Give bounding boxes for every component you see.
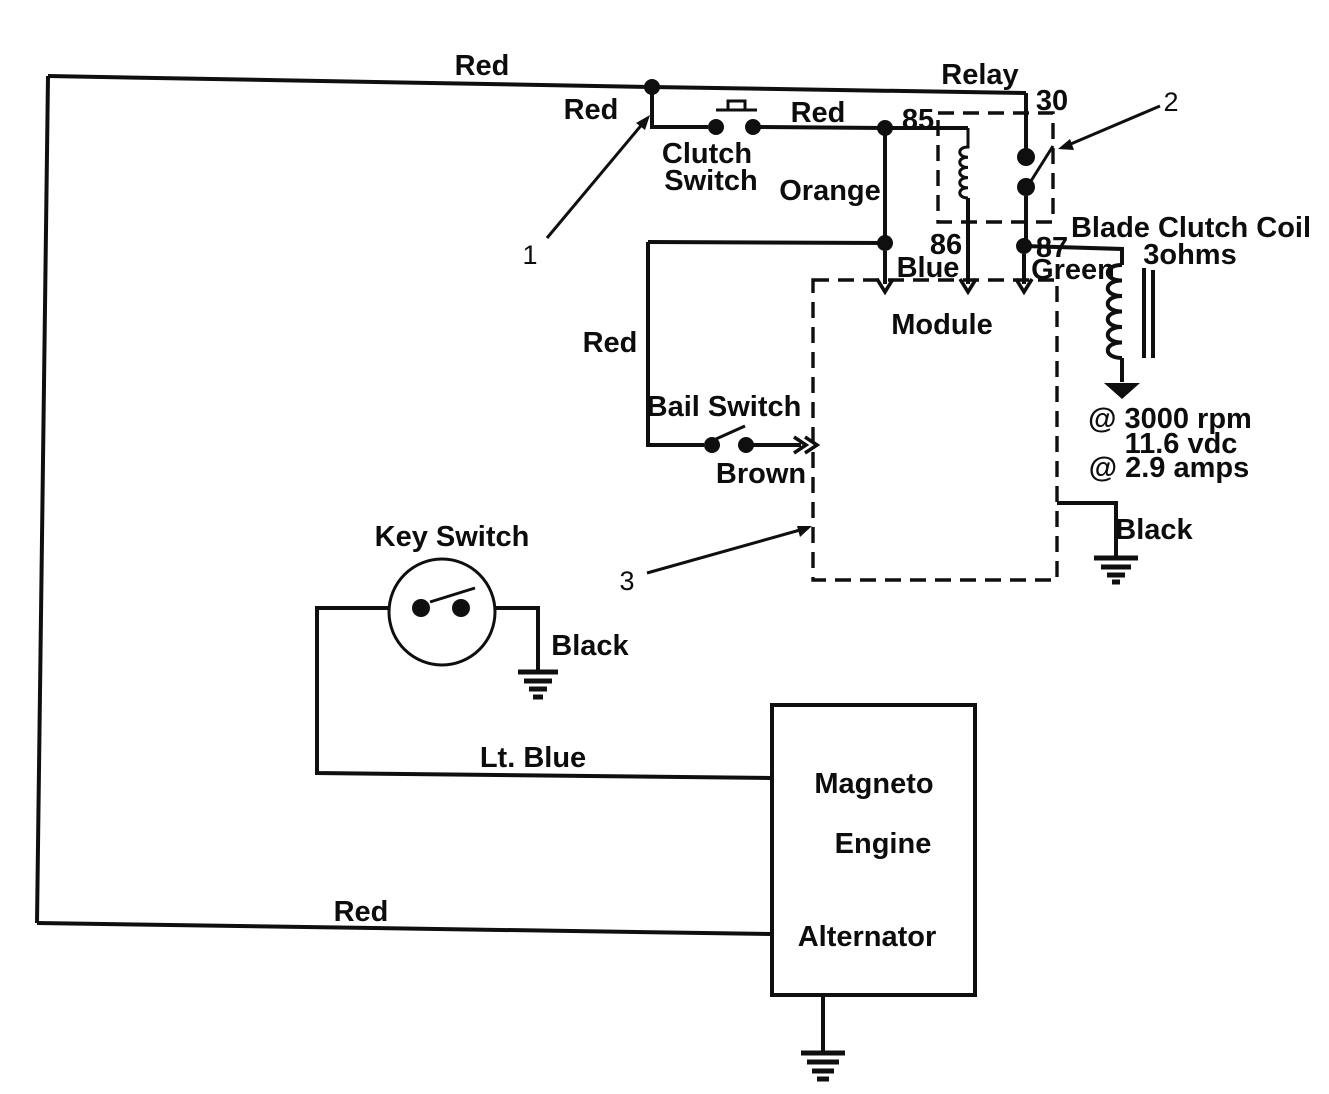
clutch-switch-contact-dot: [745, 119, 761, 135]
blade-clutch-coil-winding: [1105, 263, 1123, 360]
callout-1-leader: [545, 121, 646, 239]
terminal-86-arrowhead: [958, 278, 978, 296]
callout-3-leader: [646, 528, 801, 575]
bail-arrowhead: [804, 435, 821, 455]
bail-switch: [704, 424, 754, 453]
label-terminal-87: 87: [1036, 232, 1068, 264]
label-green: Green: [1031, 254, 1115, 286]
label-red-bottom: Red: [334, 896, 389, 928]
key-switch-contact-dot: [412, 599, 430, 617]
clutch-switch-plunger-cap: [726, 99, 747, 112]
label-terminal-30: 30: [1036, 85, 1068, 117]
wire-red-top: [47, 74, 1027, 95]
blue-arrowhead: [875, 278, 895, 296]
label-brown: Brown: [716, 458, 806, 490]
wire-module-black: [1057, 501, 1118, 556]
relay-contact-dot: [1017, 178, 1035, 196]
callout-2-leader: [1065, 104, 1161, 148]
label-clutch-switch-line1: Clutch: [662, 138, 752, 170]
label-red-top: Red: [455, 50, 510, 82]
callout-3-arrowhead: [797, 526, 812, 537]
wire-red-vertical: [646, 242, 704, 447]
key-switch-blade: [429, 586, 476, 604]
label-engine: Engine: [835, 828, 932, 860]
wire-red-clutch-to-85: [757, 125, 886, 130]
bail-switch-blade: [715, 424, 746, 441]
label-clutch-switch-line2: Switch: [664, 165, 757, 197]
callout-2-arrowhead: [1058, 139, 1074, 150]
label-module: Module: [891, 309, 993, 341]
junction-dot: [877, 120, 893, 136]
label-red-vertical: Red: [583, 327, 638, 359]
bail-arrowhead: [793, 435, 810, 455]
bail-switch-contact-dot: [738, 437, 754, 453]
label-black-key: Black: [551, 630, 629, 662]
label-spec-amps: @ 2.9 amps: [1089, 452, 1249, 484]
key-switch-ground-symbol: [518, 669, 558, 700]
wire-lt-blue: [315, 606, 773, 780]
wire-clutch-branch: [650, 87, 708, 129]
label-blade-clutch-ohms: 3ohms: [1143, 239, 1236, 271]
label-blade-clutch-coil: Blade Clutch Coil: [1071, 212, 1311, 244]
module-ground-symbol: [1094, 555, 1138, 585]
callout-1-arrowhead: [636, 115, 650, 130]
clutch-switch-contact-dot: [708, 119, 724, 135]
label-black-module: Black: [1115, 514, 1193, 546]
junction-dot: [1016, 238, 1032, 254]
label-spec-vdc: 11.6 vdc: [1125, 428, 1238, 460]
relay-contact-dot: [1017, 148, 1035, 166]
label-magneto: Magneto: [814, 768, 933, 800]
label-callout-3: 3: [619, 566, 634, 596]
label-red-clutch: Red: [791, 97, 846, 129]
junction-dot: [644, 79, 660, 95]
key-switch-body: [387, 557, 497, 667]
relay-coil: [958, 128, 970, 200]
label-relay: Relay: [941, 59, 1018, 91]
key-switch: [387, 557, 497, 667]
junction-dot: [877, 235, 893, 251]
label-orange: Orange: [779, 175, 881, 207]
key-switch-contact-dot: [452, 599, 470, 617]
wire-left-rail: [35, 75, 50, 924]
clutch-switch: [708, 99, 761, 135]
label-key-switch: Key Switch: [375, 521, 530, 553]
relay-outline: [936, 111, 1055, 224]
wire-87-to-blade-coil: [1023, 244, 1124, 265]
label-red-branch: Red: [564, 94, 619, 126]
wire-red-bottom: [36, 921, 773, 936]
label-bail-switch: Bail Switch: [647, 391, 802, 423]
label-spec-rpm: @ 3000 rpm: [1088, 403, 1252, 435]
magneto-box: [770, 703, 977, 997]
blade-coil-ground-symbol: [1104, 383, 1140, 399]
green-arrowhead: [1014, 278, 1034, 296]
label-terminal-85: 85: [902, 104, 934, 136]
bail-switch-contact-dot: [704, 437, 720, 453]
module-outline: [811, 278, 1059, 582]
label-alternator: Alternator: [798, 921, 937, 953]
magneto-ground-symbol: [801, 1050, 845, 1082]
label-callout-1: 1: [522, 240, 537, 270]
label-blue: Blue: [897, 252, 960, 284]
wire-mid-horizontal: [647, 240, 886, 245]
label-lt-blue: Lt. Blue: [480, 742, 586, 774]
wire-key-black: [496, 606, 540, 671]
label-terminal-86: 86: [930, 229, 962, 261]
relay-contact-blade: [1029, 145, 1055, 182]
label-callout-2: 2: [1163, 87, 1178, 117]
